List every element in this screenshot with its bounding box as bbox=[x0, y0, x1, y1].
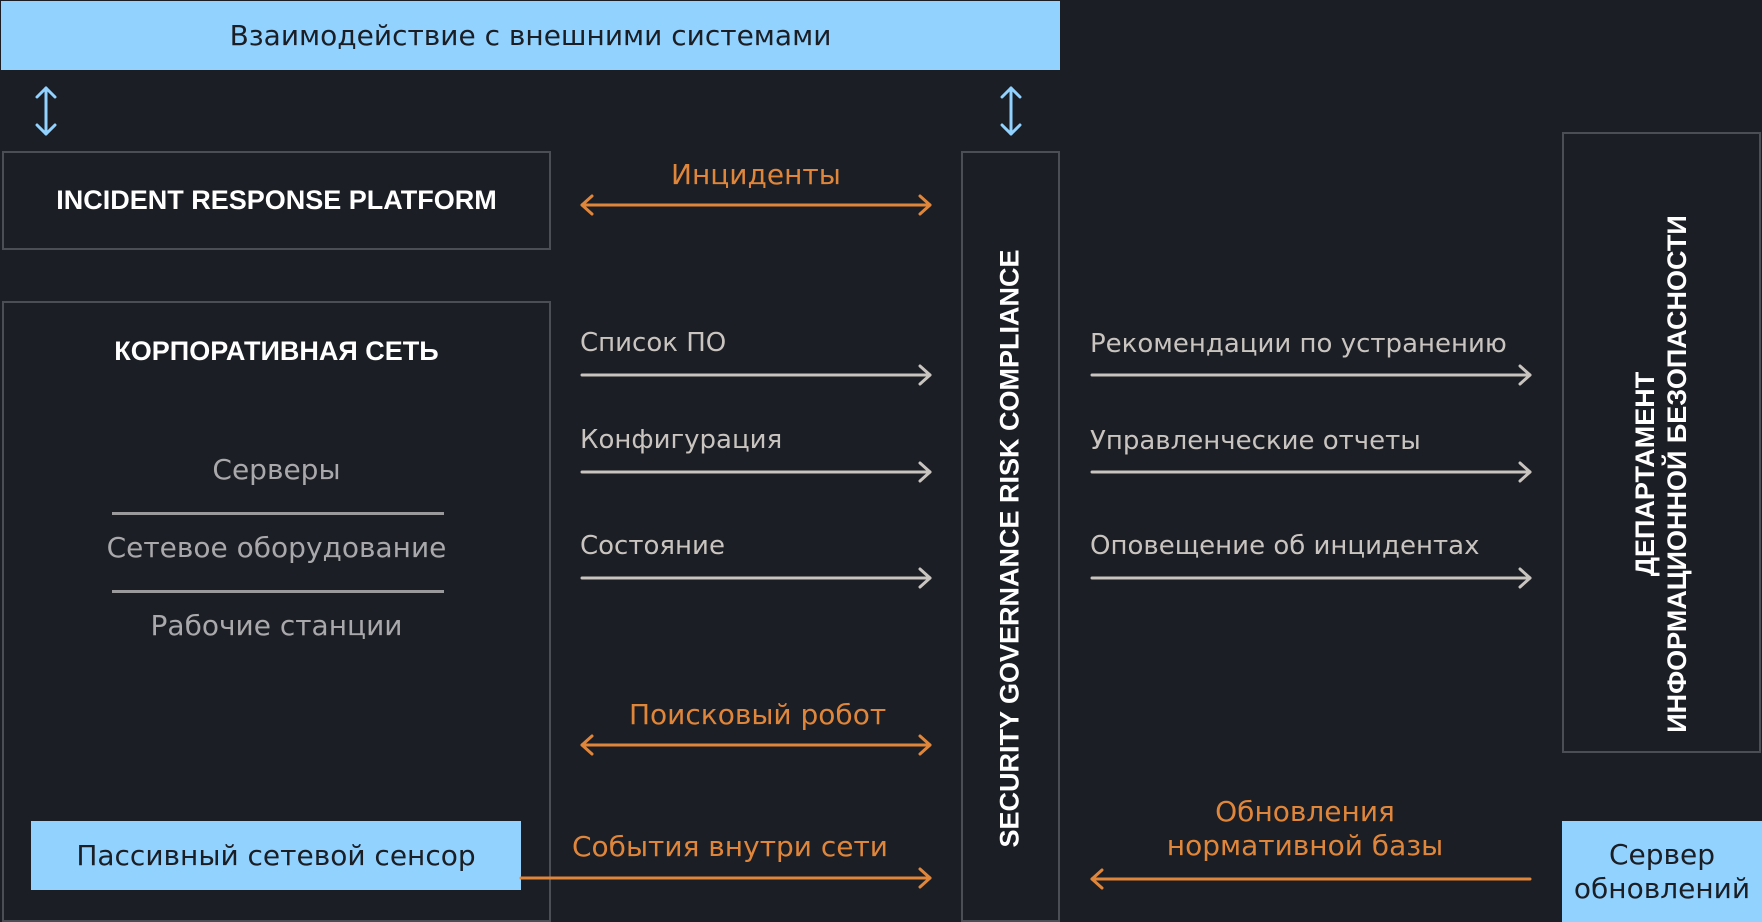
incident-response-platform-box: INCIDENT RESPONSE PLATFORM bbox=[2, 151, 551, 250]
double-arrow-icon bbox=[1000, 86, 1022, 136]
double-arrow-icon bbox=[35, 86, 57, 136]
updates-line1: Обновления bbox=[1215, 795, 1395, 828]
update-server-box: Сервер обновлений bbox=[1562, 821, 1762, 922]
configuration-label: Конфигурация bbox=[580, 425, 783, 455]
incidents-label: Инциденты bbox=[671, 158, 841, 191]
search-robot-label: Поисковый робот bbox=[629, 698, 887, 731]
updates-arrow bbox=[1090, 868, 1532, 890]
updates-label: Обновления нормативной базы bbox=[1150, 795, 1460, 863]
search-robot-arrow bbox=[580, 734, 932, 756]
divider bbox=[112, 512, 444, 515]
network-events-label: События внутри сети bbox=[572, 830, 888, 863]
state-arrow bbox=[580, 567, 932, 589]
updates-line2: нормативной базы bbox=[1166, 829, 1444, 862]
sgrc-box: SECURITY GOVERNANCE RISK COMPLIANCE bbox=[961, 151, 1060, 922]
servers-item: Серверы bbox=[212, 453, 341, 486]
recommendations-arrow bbox=[1090, 364, 1532, 386]
corporate-network-title: КОРПОРАТИВНАЯ СЕТЬ bbox=[114, 336, 439, 366]
passive-sensor-label: Пассивный сетевой сенсор bbox=[76, 839, 476, 872]
software-list-arrow bbox=[580, 364, 932, 386]
network-events-arrow bbox=[519, 867, 932, 889]
network-equipment-item: Сетевое оборудование bbox=[106, 531, 447, 564]
workstations-item: Рабочие станции bbox=[150, 609, 403, 642]
configuration-arrow bbox=[580, 461, 932, 483]
update-server-line2: обновлений bbox=[1573, 871, 1751, 905]
security-department-box: ДЕПАРТАМЕНТ ИНФОРМАЦИОННОЙ БЕЗОПАСНОСТИ bbox=[1562, 132, 1761, 753]
management-reports-arrow bbox=[1090, 461, 1532, 483]
recommendations-label: Рекомендации по устранению bbox=[1090, 329, 1507, 359]
update-server-line1: Сервер bbox=[1608, 837, 1716, 871]
software-list-label: Список ПО bbox=[580, 328, 727, 358]
external-systems-label: Взаимодействие с внешними системами bbox=[229, 19, 832, 52]
irp-label: INCIDENT RESPONSE PLATFORM bbox=[56, 185, 497, 215]
incident-alerts-label: Оповещение об инцидентах bbox=[1090, 531, 1480, 561]
incident-alerts-arrow bbox=[1090, 567, 1532, 589]
incidents-arrow bbox=[580, 194, 932, 216]
corporate-network-box: КОРПОРАТИВНАЯ СЕТЬ Серверы Сетевое обору… bbox=[2, 301, 551, 922]
external-systems-bar: Взаимодействие с внешними системами bbox=[1, 1, 1060, 70]
passive-sensor-box: Пассивный сетевой сенсор bbox=[31, 821, 521, 890]
divider bbox=[112, 590, 444, 593]
management-reports-label: Управленческие отчеты bbox=[1090, 426, 1421, 456]
state-label: Состояние bbox=[580, 531, 725, 561]
